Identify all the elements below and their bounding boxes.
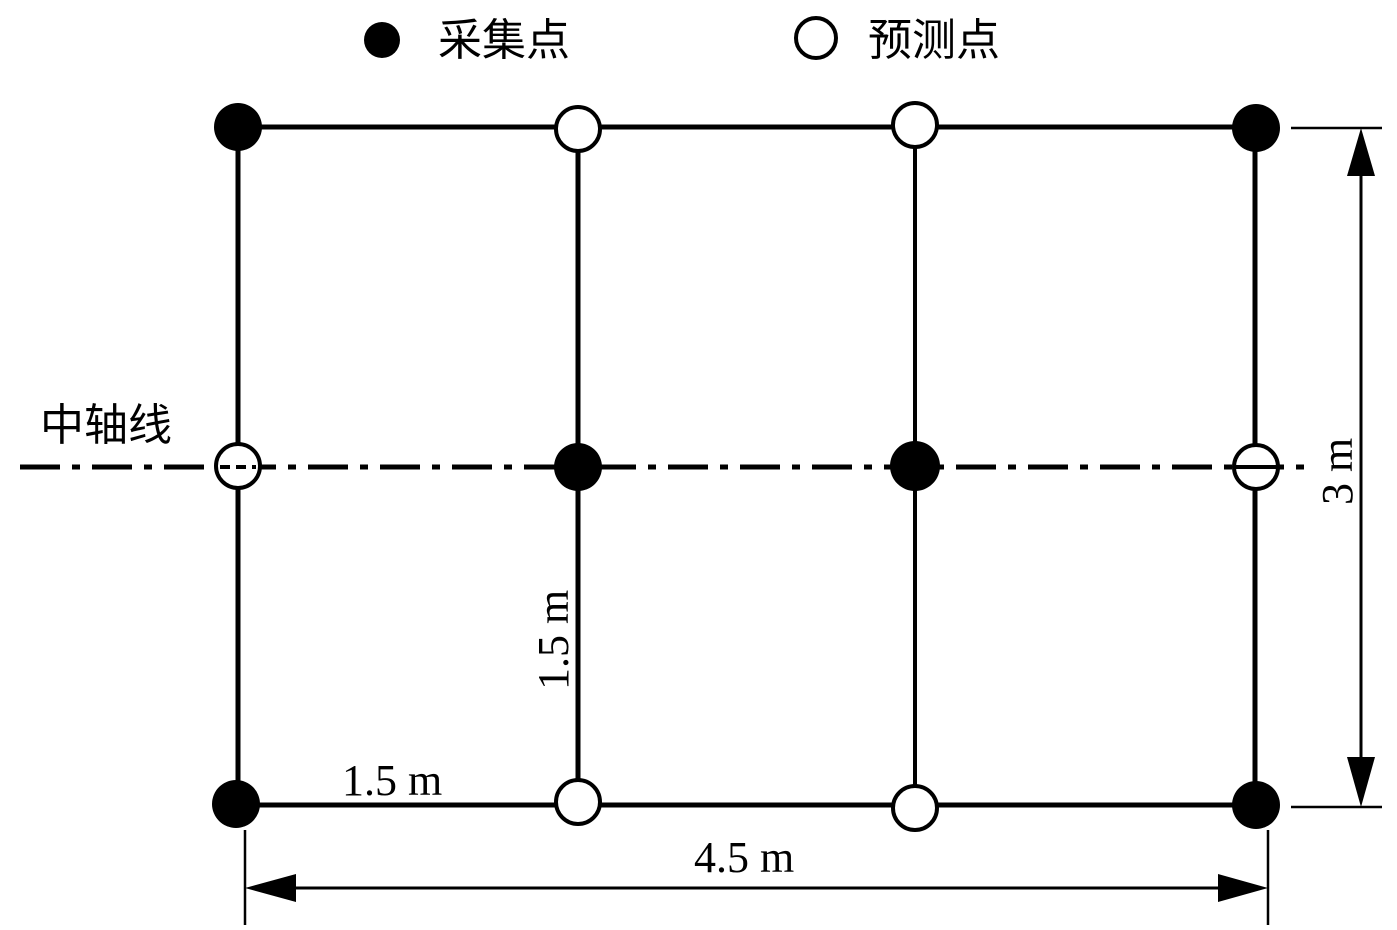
collected-point-icon xyxy=(890,441,940,491)
collected-point-icon xyxy=(212,780,260,828)
points xyxy=(212,101,1280,832)
width-dimension xyxy=(243,830,1270,925)
height-dimension xyxy=(1291,126,1382,809)
horizontal-segment-label: 1.5 m xyxy=(342,756,442,805)
legend-collected-label: 采集点 xyxy=(438,15,570,66)
collected-point-icon xyxy=(214,103,262,151)
collected-point-icon xyxy=(1232,781,1280,829)
arrow-left-icon xyxy=(245,874,296,902)
hollow-circle-icon xyxy=(794,16,838,60)
arrow-down-icon xyxy=(1347,757,1375,807)
predicted-point-icon xyxy=(891,784,939,832)
predicted-point-icon xyxy=(554,778,602,826)
total-height-label: 3 m xyxy=(1313,438,1362,505)
predicted-point-icon xyxy=(891,101,939,149)
filled-circle-icon xyxy=(364,22,400,58)
total-width-label: 4.5 m xyxy=(694,833,794,882)
arrow-right-icon xyxy=(1218,874,1268,902)
collected-point-icon xyxy=(554,443,602,491)
center-axis-label: 中轴线 xyxy=(40,400,172,451)
legend: 采集点 预测点 xyxy=(364,15,1000,66)
arrow-up-icon xyxy=(1347,128,1375,176)
collected-point-icon xyxy=(1232,104,1280,152)
legend-predicted-label: 预测点 xyxy=(868,15,1000,66)
predicted-point-icon xyxy=(554,105,602,153)
vertical-segment-label: 1.5 m xyxy=(529,590,578,690)
